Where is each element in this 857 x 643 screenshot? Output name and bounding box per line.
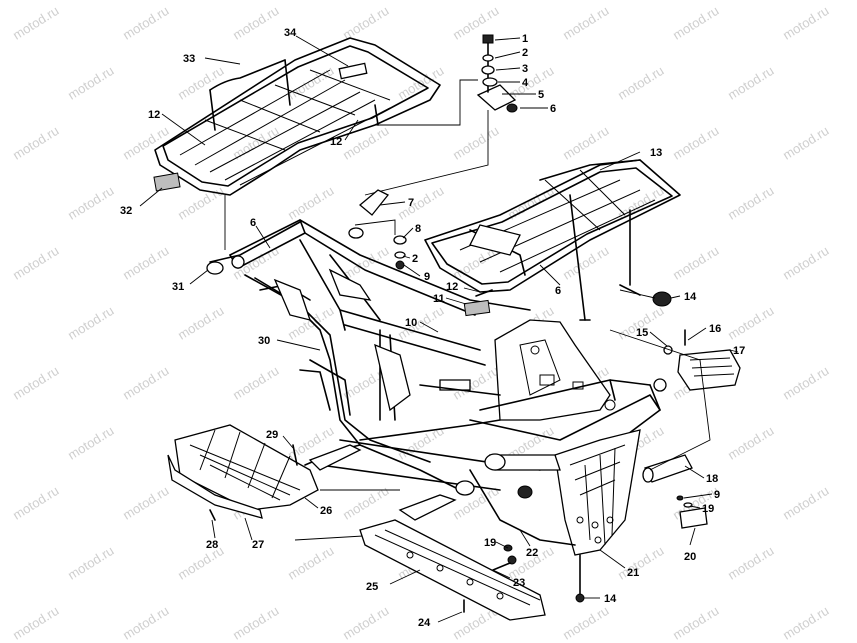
callout-14b: 14 [604, 593, 617, 605]
rack-hardware [348, 189, 407, 270]
callout-12c: 12 [446, 281, 458, 293]
callout-21: 21 [627, 567, 639, 579]
callout-16: 16 [709, 323, 721, 335]
callout-7: 7 [408, 197, 414, 209]
callout-24: 24 [418, 617, 431, 629]
callout-19a: 19 [702, 503, 714, 515]
front-rack [424, 159, 681, 321]
callout-12a: 12 [148, 109, 160, 121]
callout-8: 8 [415, 223, 421, 235]
mount-bracket [476, 34, 518, 113]
callout-3: 3 [522, 63, 528, 75]
callout-18: 18 [706, 473, 718, 485]
front-right-parts [642, 329, 741, 529]
callout-31: 31 [172, 281, 184, 293]
callout-9b: 9 [714, 489, 720, 501]
left-footrest [167, 424, 319, 521]
callout-19b: 19 [484, 537, 496, 549]
callout-labels: 1 2 3 4 5 6 33 34 12 12 32 13 6 7 8 2 9 … [120, 27, 745, 629]
callout-12b: 12 [330, 136, 342, 148]
callout-13: 13 [650, 147, 662, 159]
callout-15: 15 [636, 327, 648, 339]
callout-28: 28 [206, 539, 218, 551]
callout-17: 17 [733, 345, 745, 357]
callout-4: 4 [522, 77, 529, 89]
callout-2: 2 [522, 47, 528, 59]
callout-10: 10 [405, 317, 417, 329]
leader-lines [139, 35, 739, 623]
callout-22: 22 [526, 547, 538, 559]
callout-20: 20 [684, 551, 696, 563]
main-frame [206, 219, 667, 556]
rear-rack [154, 37, 441, 196]
callout-25: 25 [366, 581, 378, 593]
callout-29: 29 [266, 429, 278, 441]
callout-2b: 2 [412, 253, 418, 265]
callout-6b: 6 [250, 217, 256, 229]
callout-6c: 6 [555, 285, 561, 297]
callout-11: 11 [433, 293, 445, 305]
right-footrest-pan [359, 519, 546, 621]
callout-23: 23 [513, 577, 525, 589]
callout-32: 32 [120, 205, 132, 217]
callout-27: 27 [252, 539, 264, 551]
callout-9: 9 [424, 271, 430, 283]
callout-33: 33 [183, 53, 195, 65]
callout-5: 5 [538, 89, 544, 101]
callout-30: 30 [258, 335, 270, 347]
callout-1: 1 [522, 33, 528, 45]
callout-26: 26 [320, 505, 332, 517]
callout-34: 34 [284, 27, 297, 39]
callout-6: 6 [550, 103, 556, 115]
callout-14: 14 [684, 291, 697, 303]
